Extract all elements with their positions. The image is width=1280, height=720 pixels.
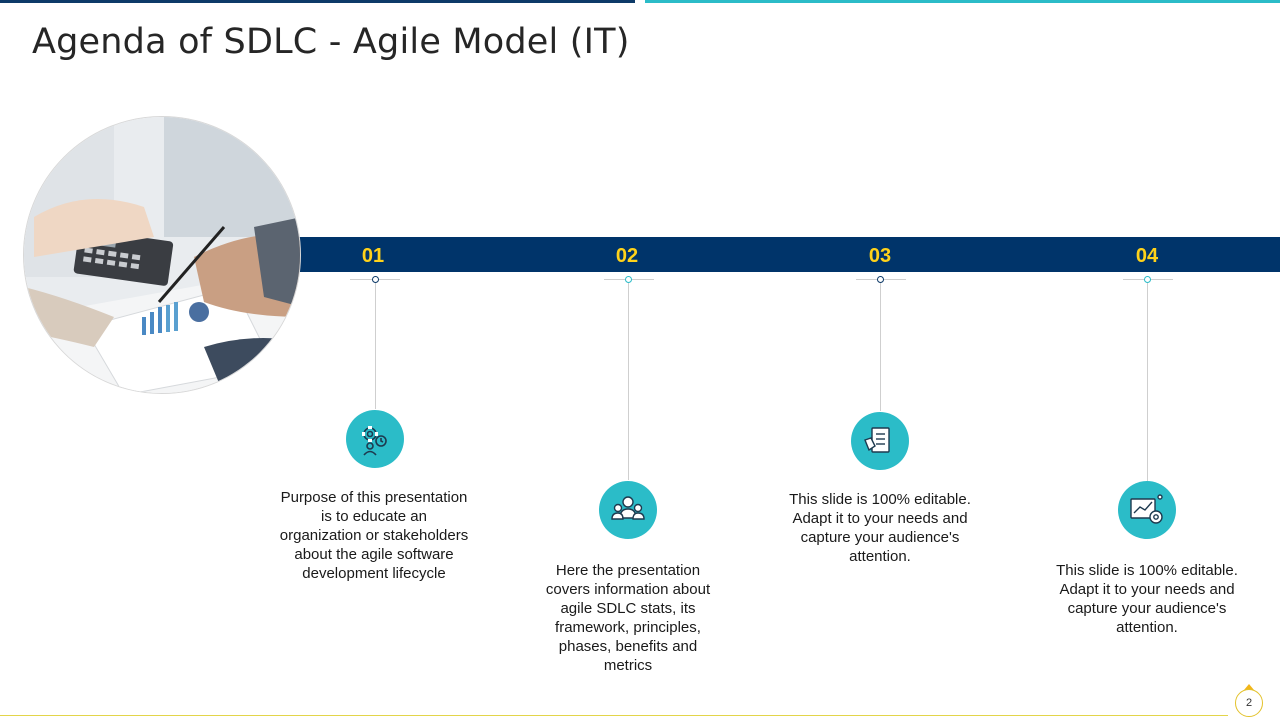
agenda-number-02: 02 bbox=[615, 245, 639, 267]
agenda-number-03: 03 bbox=[868, 245, 892, 267]
document-checklist-icon bbox=[851, 412, 909, 470]
timeline-dot-01 bbox=[372, 276, 379, 283]
agenda-number-04: 04 bbox=[1135, 245, 1159, 267]
connector-03 bbox=[880, 283, 881, 411]
chart-gear-icon bbox=[1118, 481, 1176, 539]
agenda-text-01: Purpose of this presentation is to educa… bbox=[279, 489, 469, 582]
timeline-dot-02 bbox=[625, 276, 632, 283]
connector-02 bbox=[628, 283, 629, 480]
top-accent-bar-dark bbox=[0, 0, 635, 3]
agenda-text-02: Here the presentation covers information… bbox=[545, 562, 711, 674]
page-number: 2 bbox=[1235, 689, 1263, 717]
agenda-text-04: This slide is 100% editable. Adapt it to… bbox=[1056, 562, 1238, 636]
agenda-text-03: This slide is 100% editable. Adapt it to… bbox=[789, 491, 971, 565]
top-accent-bar-light bbox=[645, 0, 1280, 3]
business-desk-photo bbox=[23, 116, 301, 394]
connector-04 bbox=[1147, 283, 1148, 481]
page-title: Agenda of SDLC - Agile Model (IT) bbox=[32, 22, 630, 62]
timeline-dot-04 bbox=[1144, 276, 1151, 283]
timeline-dot-03 bbox=[877, 276, 884, 283]
page-marker-icon bbox=[1244, 684, 1254, 690]
footer-line bbox=[0, 715, 1228, 716]
connector-01 bbox=[375, 283, 376, 409]
team-people-icon bbox=[599, 481, 657, 539]
timeline-band bbox=[290, 237, 1280, 272]
agenda-number-01: 01 bbox=[361, 245, 385, 267]
gears-person-icon bbox=[346, 410, 404, 468]
